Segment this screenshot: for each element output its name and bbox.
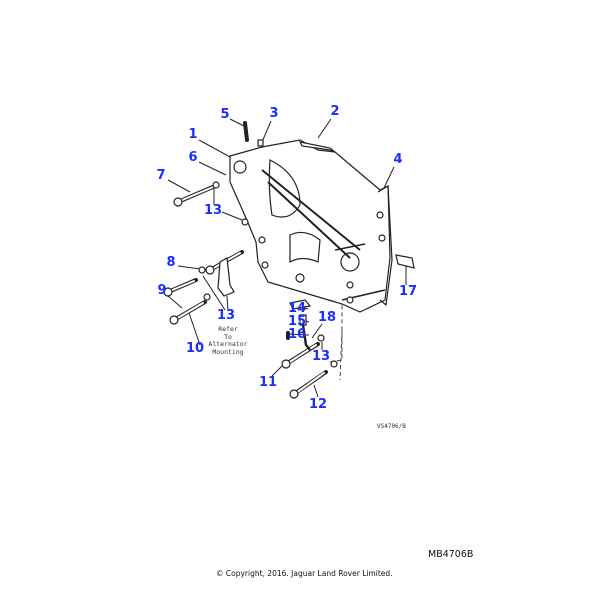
callout-4: 4 <box>393 152 403 167</box>
callout-14: 14 <box>287 301 307 316</box>
note-line: Alternator <box>208 340 248 348</box>
callout-15: 15 <box>287 314 307 329</box>
leader-lines <box>167 118 407 398</box>
dashed-guide <box>329 299 343 381</box>
callout-10: 10 <box>185 341 205 356</box>
note-line: Mounting <box>212 347 244 356</box>
callout-17: 17 <box>398 284 418 299</box>
callout-16: 16 <box>287 327 307 342</box>
callout-18: 18 <box>317 310 337 325</box>
callout-1: 1 <box>188 127 198 142</box>
callout-8: 8 <box>166 255 176 270</box>
copyright: © Copyright, 2016. Jaguar Land Rover Lim… <box>216 569 393 578</box>
callout-3: 3 <box>269 106 279 121</box>
callout-5: 5 <box>220 107 230 122</box>
diagram-code: MB4706B <box>428 549 474 560</box>
note-line: Refer <box>218 325 238 333</box>
callout-6: 6 <box>188 150 198 165</box>
callout-13: 13 <box>311 349 331 364</box>
timing-cover <box>229 139 391 313</box>
note-line: To <box>224 332 232 341</box>
callout-12: 12 <box>308 397 328 412</box>
alternator-note: Refer To Alternator Mounting <box>208 325 248 356</box>
gasket <box>377 184 393 307</box>
washers-and-parts <box>163 139 415 399</box>
callout-9: 9 <box>157 283 167 298</box>
callout-11: 11 <box>258 375 278 390</box>
illustration-ref: VS4706/B <box>377 423 406 430</box>
callout-7: 7 <box>156 168 166 183</box>
callout-13: 13 <box>216 308 236 323</box>
callout-13: 13 <box>203 203 223 218</box>
callout-2: 2 <box>330 104 340 119</box>
